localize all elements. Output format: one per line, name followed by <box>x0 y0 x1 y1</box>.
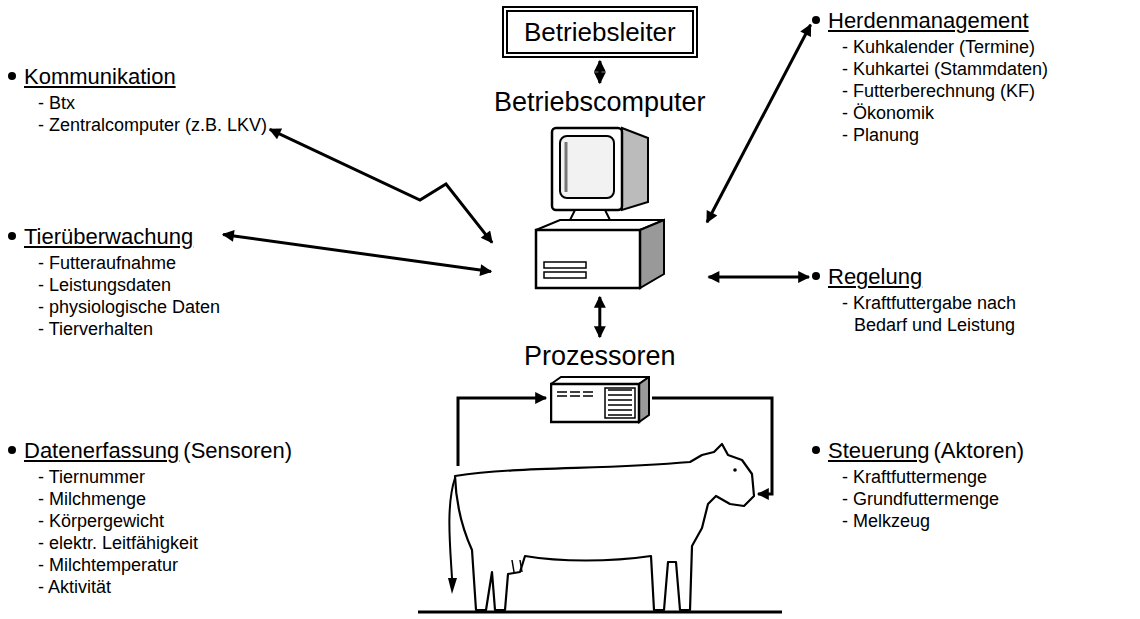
group-head: Regelung <box>812 262 1069 292</box>
manager-box: Betriebsleiter <box>502 6 698 58</box>
group-heading: Herdenmanagement <box>828 8 1029 33</box>
bullet-dot <box>812 16 820 24</box>
cow-udder <box>512 560 522 572</box>
connector-arrow <box>598 61 601 83</box>
list-item: - Kraftfuttermenge <box>812 466 1024 488</box>
bullet-dot <box>812 446 820 454</box>
box-label: Betriebsleiter <box>524 17 676 47</box>
bullet-dot <box>8 232 16 240</box>
group-head: Kommunikation <box>8 62 267 92</box>
list-item: - Milchmenge <box>8 488 292 510</box>
connector-arrow <box>707 25 811 223</box>
cow-tail-tuft <box>448 578 457 594</box>
feedback-line <box>458 398 546 466</box>
computer-icon <box>530 122 670 294</box>
connector-arrow <box>270 129 492 242</box>
unit-label: Prozessoren <box>524 340 676 372</box>
computer-node: Betriebscomputer <box>494 86 706 294</box>
topic-group: Tierüberwachung - Futteraufnahme- Leistun… <box>8 222 220 340</box>
group-head: Herdenmanagement <box>812 6 1048 36</box>
list-item: - Grundfuttermenge <box>812 488 1024 510</box>
list-item: - physiologische Daten <box>8 296 220 318</box>
list-item: - Aktivität <box>8 576 292 598</box>
group-heading: Kommunikation <box>24 64 176 89</box>
group-heading: Tierüberwachung <box>24 224 193 249</box>
list-item: - Kuhkalender (Termine) <box>812 36 1048 58</box>
processor-node: Prozessoren <box>524 340 676 424</box>
list-item: - Futterberechnung (KF) <box>812 80 1048 102</box>
connector-arrow <box>598 297 601 337</box>
processor-icon <box>550 376 650 424</box>
cow-eye <box>733 468 737 472</box>
ground-line <box>418 611 782 614</box>
bullet-dot <box>8 446 16 454</box>
list-item: - Futteraufnahme <box>8 252 220 274</box>
group-heading: Datenerfassung <box>24 438 179 463</box>
connector-arrow <box>709 276 809 279</box>
bullet-dot <box>812 272 820 280</box>
list-item: - Melkzeug <box>812 510 1024 532</box>
bullet-dot <box>8 72 16 80</box>
group-head: Tierüberwachung <box>8 222 220 252</box>
list-item: - Tierverhalten <box>8 318 220 340</box>
connector-arrow <box>223 234 491 271</box>
topic-group: Datenerfassung(Sensoren)- Tiernummer- Mi… <box>8 436 292 598</box>
list-item: - Milchtemperatur <box>8 554 292 576</box>
group-heading: Steuerung <box>828 438 930 463</box>
unit-label: Betriebscomputer <box>494 86 706 118</box>
cow-tail <box>449 478 455 578</box>
list-item: - Zentralcomputer (z.B. LKV) <box>8 114 267 136</box>
group-head: Datenerfassung(Sensoren) <box>8 436 292 466</box>
list-item: - Ökonomik <box>812 102 1048 124</box>
list-item: - Kraftfuttergabe nach Bedarf und Leistu… <box>812 292 1069 336</box>
topic-group: Kommunikation - Btx- Zentralcomputer (z.B… <box>8 62 267 136</box>
list-item: - Tiernummer <box>8 466 292 488</box>
group-heading: Regelung <box>828 264 922 289</box>
group-subheading: (Aktoren) <box>934 438 1024 463</box>
list-item: - Planung <box>812 124 1048 146</box>
list-item: - Btx <box>8 92 267 114</box>
group-head: Steuerung(Aktoren) <box>812 436 1024 466</box>
topic-group: Regelung - Kraftfuttergabe nach Bedarf un… <box>812 262 1069 336</box>
topic-group: Herdenmanagement- Kuhkalender (Termine)-… <box>812 6 1048 146</box>
topic-group: Steuerung(Aktoren)- Kraftfuttermenge- Gr… <box>812 436 1024 532</box>
cow-outline <box>455 444 754 610</box>
list-item: - Kuhkartei (Stammdaten) <box>812 58 1048 80</box>
list-item: - elektr. Leitfähigkeit <box>8 532 292 554</box>
list-item: - Körpergewicht <box>8 510 292 532</box>
group-subheading: (Sensoren) <box>183 438 292 463</box>
list-item: - Leistungsdaten <box>8 274 220 296</box>
